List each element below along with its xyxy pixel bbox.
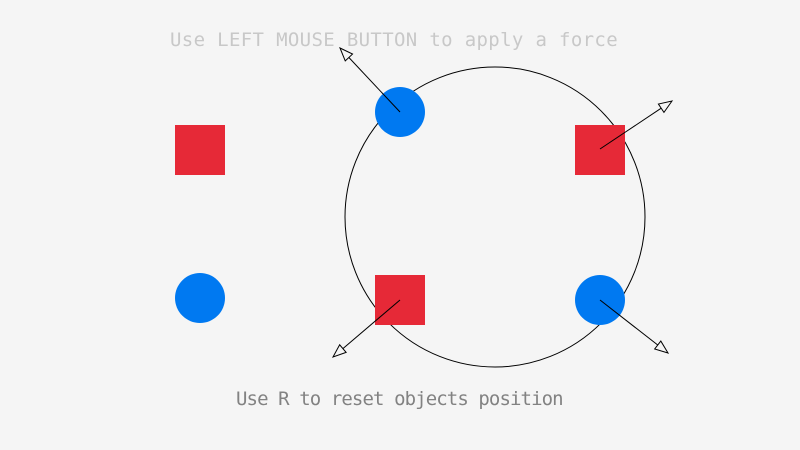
body-blue-circle-left[interactable] xyxy=(175,273,225,323)
force-red-square-right-arrowhead-icon xyxy=(657,100,674,114)
force-blue-circle-right-line xyxy=(599,299,659,346)
force-blue-circle-right-arrowhead-icon xyxy=(653,340,670,354)
hint-apply-force-text: Use LEFT MOUSE BUTTON to apply a force xyxy=(170,29,618,51)
force-red-square-right-line xyxy=(599,107,662,150)
body-red-square-left[interactable] xyxy=(175,125,225,175)
force-red-square-bottom-arrowhead-icon xyxy=(331,343,347,358)
boundary-circle xyxy=(344,66,646,368)
force-blue-circle-top-arrowhead-icon xyxy=(339,46,354,62)
force-red-square-bottom-line xyxy=(342,299,401,349)
force-blue-circle-top-line xyxy=(348,57,401,113)
hint-reset-text: Use R to reset objects position xyxy=(236,388,564,410)
body-red-square-right[interactable] xyxy=(575,125,625,175)
